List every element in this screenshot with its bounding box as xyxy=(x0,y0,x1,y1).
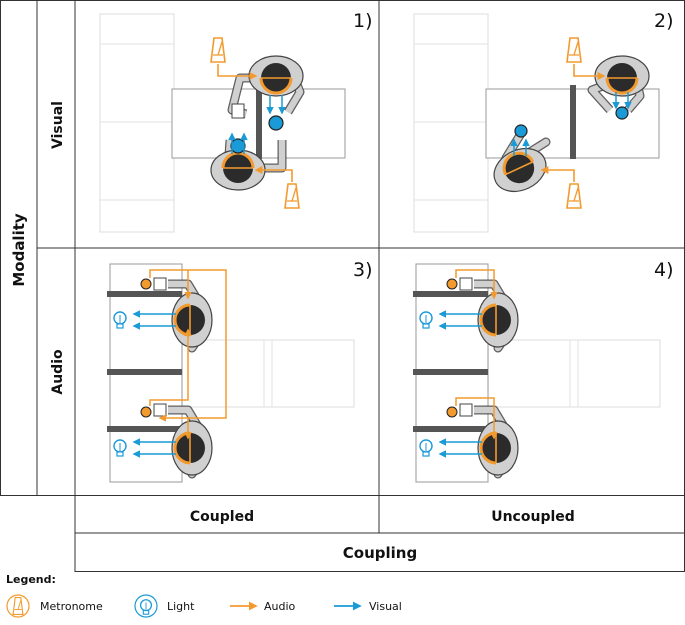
audio-arrow xyxy=(254,166,293,182)
cols-title: Coupling xyxy=(343,544,417,562)
divider-bar xyxy=(107,426,182,432)
target-bottom xyxy=(230,138,246,154)
panel-number-2: 2) xyxy=(654,10,674,32)
person-upper xyxy=(170,291,214,349)
legend-audio: Audio xyxy=(264,600,296,613)
panel-number-4: 4) xyxy=(654,259,674,281)
audio-arrow xyxy=(573,64,606,80)
metronome-icon xyxy=(566,37,582,63)
rows-title: Modality xyxy=(10,213,28,287)
background-table xyxy=(413,13,489,233)
col-label-coupled: Coupled xyxy=(190,509,254,525)
divider-bar xyxy=(570,85,576,159)
divider-bar xyxy=(413,291,488,297)
person-upper xyxy=(476,291,520,349)
col-label-uncoupled: Uncoupled xyxy=(491,509,575,525)
legend: Legend: Metronome Light Audio Visual xyxy=(6,573,402,618)
grid-frame xyxy=(0,0,685,572)
person-lower xyxy=(170,419,214,477)
panel-audio-coupled xyxy=(107,263,355,483)
divider-bar xyxy=(107,369,182,375)
panel-number-3: 3) xyxy=(353,259,373,281)
audio-arrow xyxy=(217,64,258,80)
audio-arrow xyxy=(540,166,575,182)
legend-visual: Visual xyxy=(369,600,402,613)
target-top xyxy=(615,106,629,120)
divider-bar xyxy=(256,87,262,159)
audio-arrow xyxy=(149,328,192,406)
metronome-icon xyxy=(566,183,582,209)
audio-arrow xyxy=(455,397,498,440)
person-lower xyxy=(476,419,520,477)
background-table xyxy=(99,13,175,233)
target-top xyxy=(268,115,284,131)
person-top xyxy=(247,54,305,98)
metronome-source xyxy=(446,278,458,290)
metronome-source xyxy=(446,406,458,418)
background-table xyxy=(181,339,355,408)
target-bottom xyxy=(514,124,528,138)
divider-bar xyxy=(413,369,488,375)
metronome-icon xyxy=(210,37,226,63)
metronome-icon xyxy=(12,597,24,615)
audio-arrow xyxy=(455,269,498,300)
metronome-source xyxy=(140,406,152,418)
legend-title: Legend: xyxy=(6,573,56,586)
panel-visual-coupled xyxy=(99,13,346,233)
legend-light: Light xyxy=(167,600,195,613)
metronome-icon xyxy=(284,183,300,209)
row-label-audio: Audio xyxy=(50,349,66,395)
row-label-visual: Visual xyxy=(50,101,66,149)
legend-metronome: Metronome xyxy=(40,600,103,613)
divider-bar xyxy=(413,426,488,432)
audio-arrow xyxy=(149,269,227,422)
panel-audio-uncoupled xyxy=(413,263,661,483)
divider-bar xyxy=(107,291,182,297)
background-table xyxy=(487,339,661,408)
panel-visual-uncoupled xyxy=(413,13,660,233)
metronome-source xyxy=(140,278,152,290)
panel-number-1: 1) xyxy=(353,10,373,32)
